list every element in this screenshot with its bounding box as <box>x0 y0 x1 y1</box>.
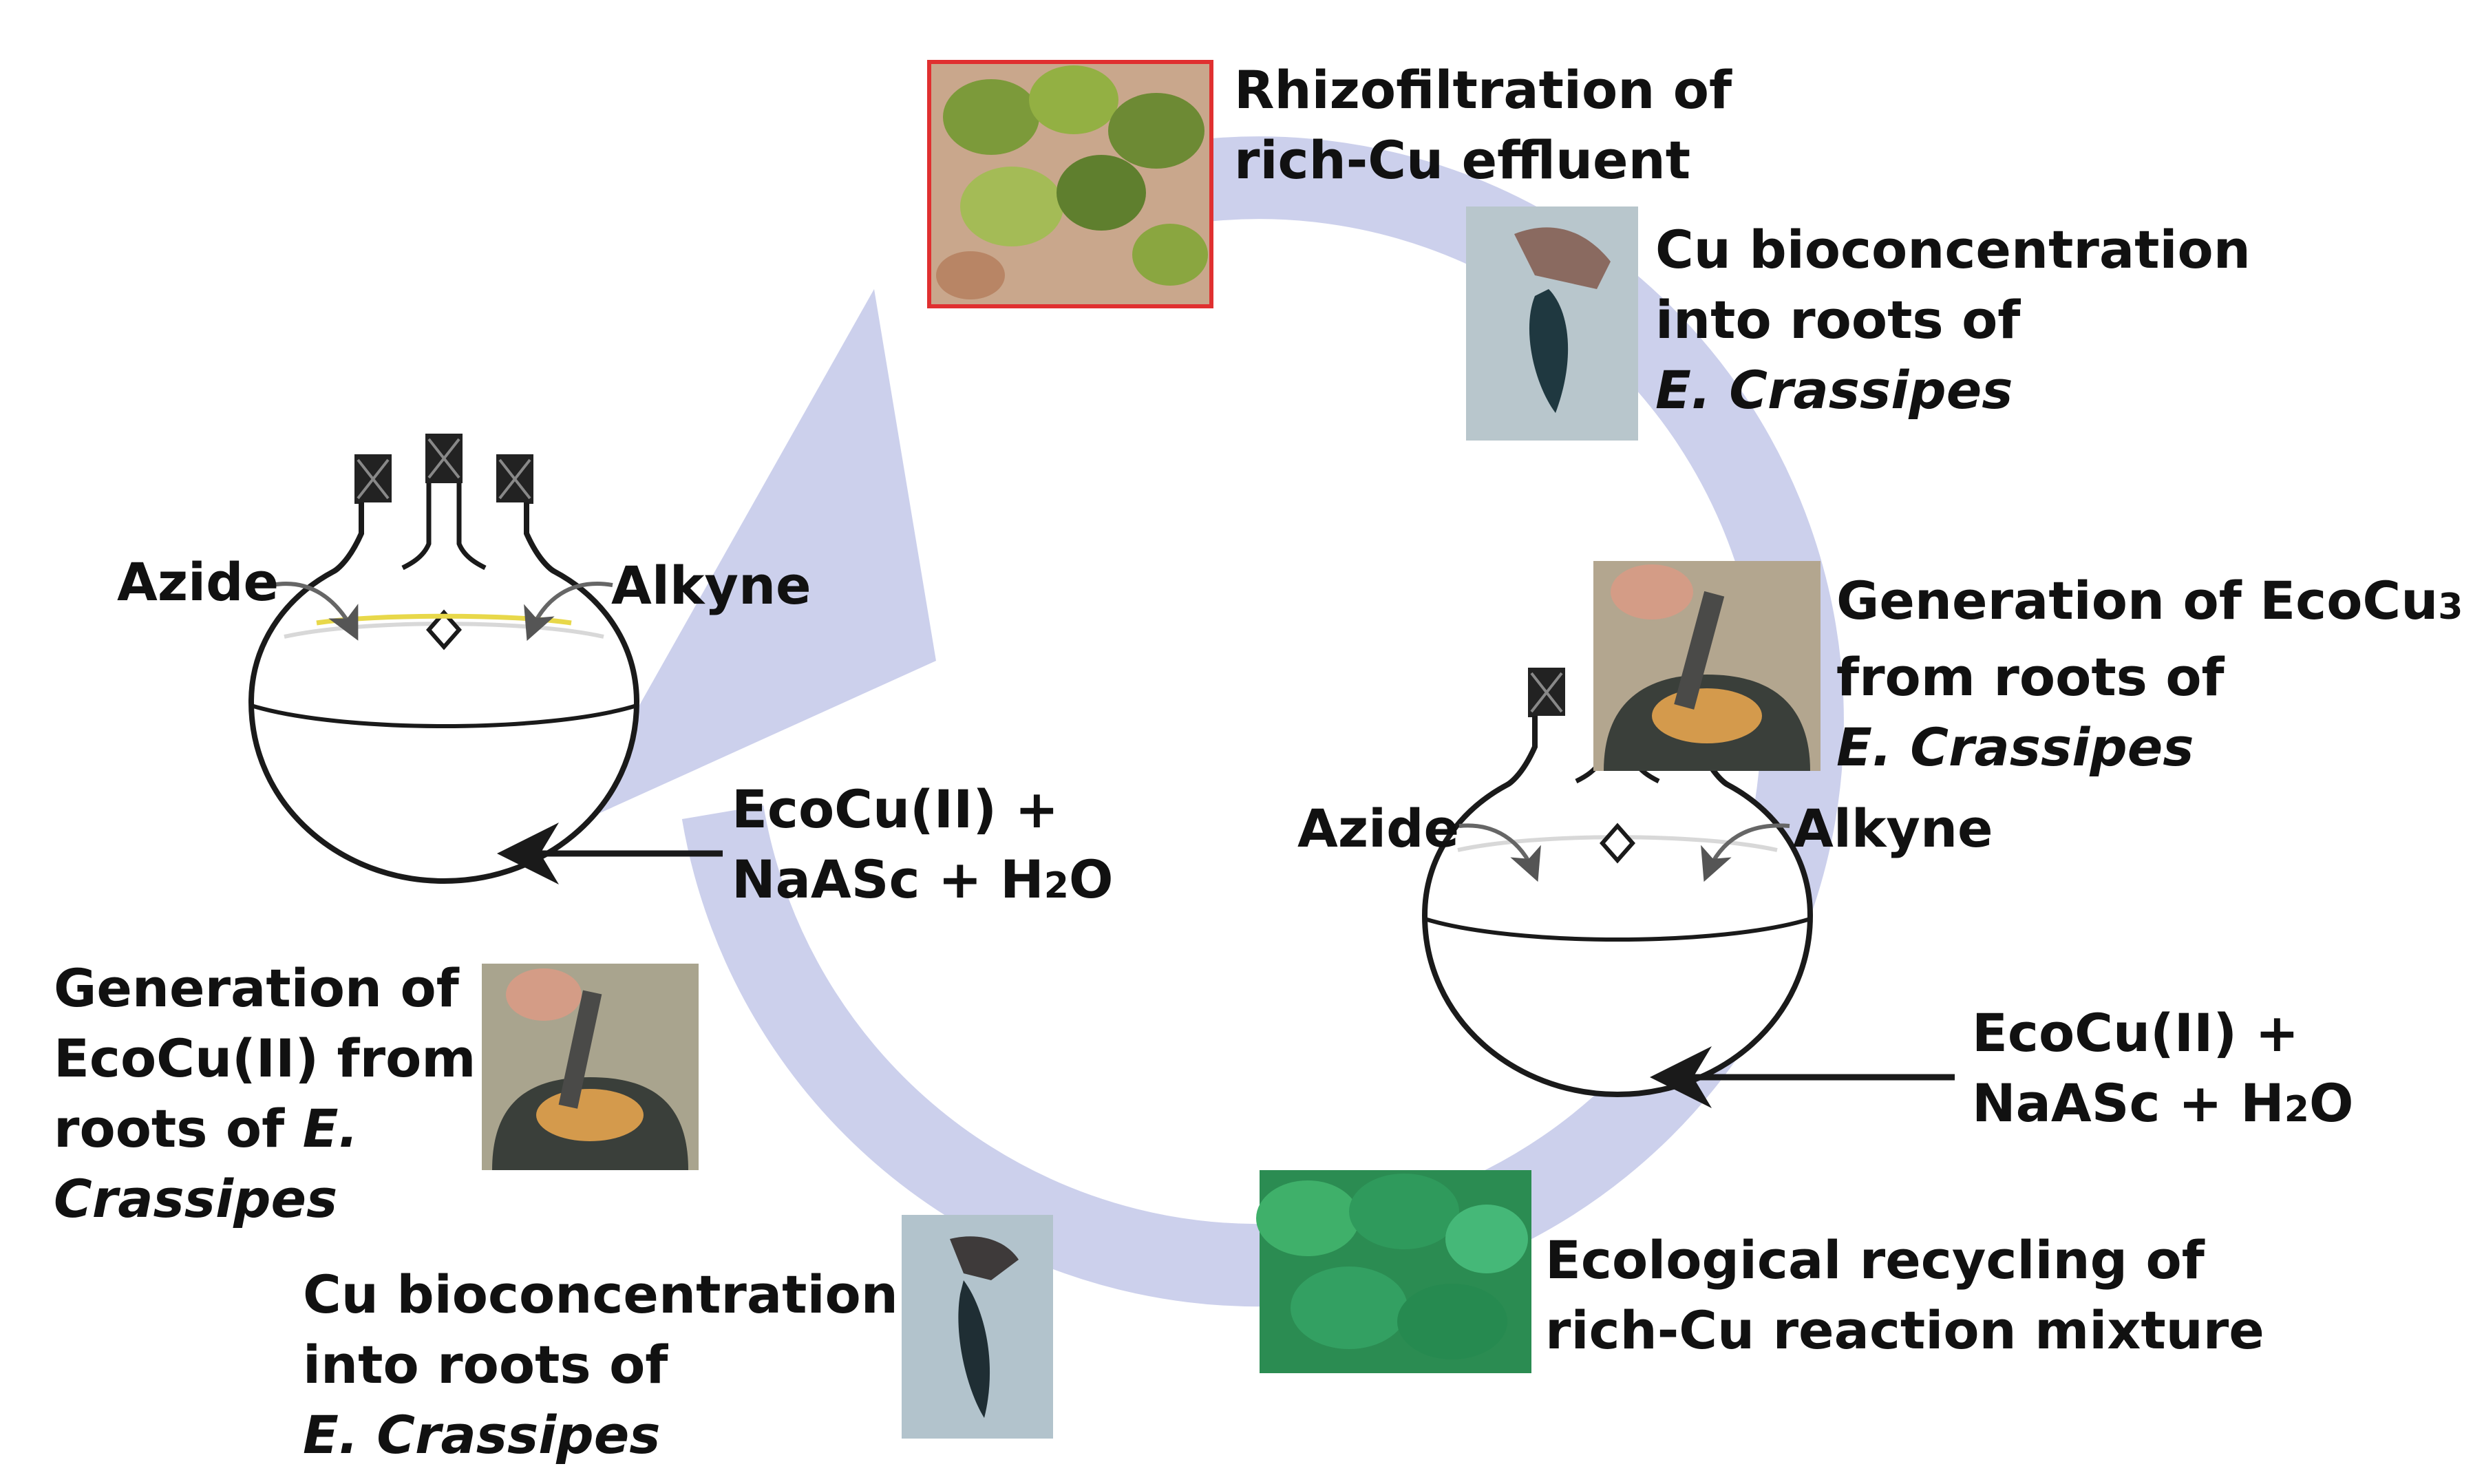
generation-ecocu2-label: Generation of EcoCu(II) from roots of E.… <box>54 953 476 1234</box>
reagents-left-line-2: NaASc + H <box>732 849 1044 910</box>
bioconcentration-top-line-1: Cu bioconcentration <box>1655 219 2251 280</box>
generation-ecocu3-label: Generation of EcoCu3 from roots of E. Cr… <box>1836 566 2463 783</box>
generation-ecocu3-subscript: 3 <box>2438 586 2463 628</box>
round-bottom-flask-icon-left <box>251 434 637 881</box>
recycling-line-2: rich-Cu reaction mixture <box>1545 1300 2264 1361</box>
reagents-label-left: EcoCu(II) + NaASc + H2O <box>732 774 1114 921</box>
azide-curved-arrow-icon <box>271 582 359 641</box>
rhizofiltration-line-2: rich-Cu effluent <box>1234 129 1691 191</box>
generation-ecocu2-line-1: Generation of <box>54 957 459 1019</box>
generation-ecocu2-line-2: EcoCu(II) from <box>54 1028 476 1089</box>
reagents-label-right: EcoCu(II) + NaASc + H2O <box>1972 998 2354 1145</box>
bioconcentration-top-line-2: into roots of <box>1655 289 2021 350</box>
green-plants-photo <box>1256 1170 1531 1373</box>
mortar-pestle-photo-right <box>1593 561 1821 771</box>
alkyne-label-left: Alkyne <box>611 555 811 616</box>
cu-roots-photo-bottom <box>902 1215 1053 1439</box>
reagents-right-subscript: 2 <box>2284 1089 2309 1130</box>
generation-ecocu3-line-3: E. Crassipes <box>1836 717 2194 778</box>
cu-roots-photo-top <box>1466 206 1638 441</box>
water-hyacinth-photo <box>927 60 1213 308</box>
generation-ecocu2-line-3-italic: E. <box>302 1098 359 1159</box>
bioconcentration-bottom-label: Cu bioconcentration into roots of E. Cra… <box>303 1260 898 1470</box>
bioconcentration-bottom-line-2: into roots of <box>303 1334 668 1395</box>
reagents-right-line-2: NaASc + H <box>1972 1072 2284 1134</box>
reagents-right-line-2-end: O <box>2309 1072 2354 1134</box>
bioconcentration-bottom-line-1: Cu bioconcentration <box>303 1264 898 1325</box>
reagents-left-subscript: 2 <box>1043 865 1069 907</box>
azide-label-right: Azide <box>1297 798 1460 859</box>
reagents-right-line-1: EcoCu(II) + <box>1972 1002 2300 1063</box>
recycling-line-1: Ecological recycling of <box>1545 1229 2205 1291</box>
generation-ecocu2-line-4: Crassipes <box>54 1168 338 1229</box>
alkyne-curved-arrow-icon <box>524 582 613 642</box>
generation-ecocu3-line-2: from roots of <box>1836 646 2225 708</box>
azide-label-left: Azide <box>117 551 279 613</box>
alkyne-label-right: Alkyne <box>1793 798 1993 859</box>
azide-curved-arrow-icon <box>1458 823 1541 882</box>
bioconcentration-bottom-line-3: E. Crassipes <box>303 1404 661 1465</box>
reagents-left-line-1: EcoCu(II) + <box>732 778 1059 840</box>
bioconcentration-top-label: Cu bioconcentration into roots of E. Cra… <box>1655 215 2251 425</box>
recycling-label: Ecological recycling of rich-Cu reaction… <box>1545 1225 2264 1366</box>
rhizofiltration-line-1: Rhizofiltration of <box>1234 59 1732 120</box>
bioconcentration-top-line-3: E. Crassipes <box>1655 359 2013 421</box>
alkyne-curved-arrow-icon <box>1701 823 1790 882</box>
generation-ecocu3-line-1: Generation of EcoCu <box>1836 570 2439 631</box>
rhizofiltration-label: Rhizofiltration of rich-Cu effluent <box>1234 55 1732 195</box>
mortar-pestle-photo-left <box>482 964 699 1170</box>
generation-ecocu2-line-3: roots of <box>54 1098 303 1159</box>
reagents-left-line-2-end: O <box>1068 849 1114 910</box>
